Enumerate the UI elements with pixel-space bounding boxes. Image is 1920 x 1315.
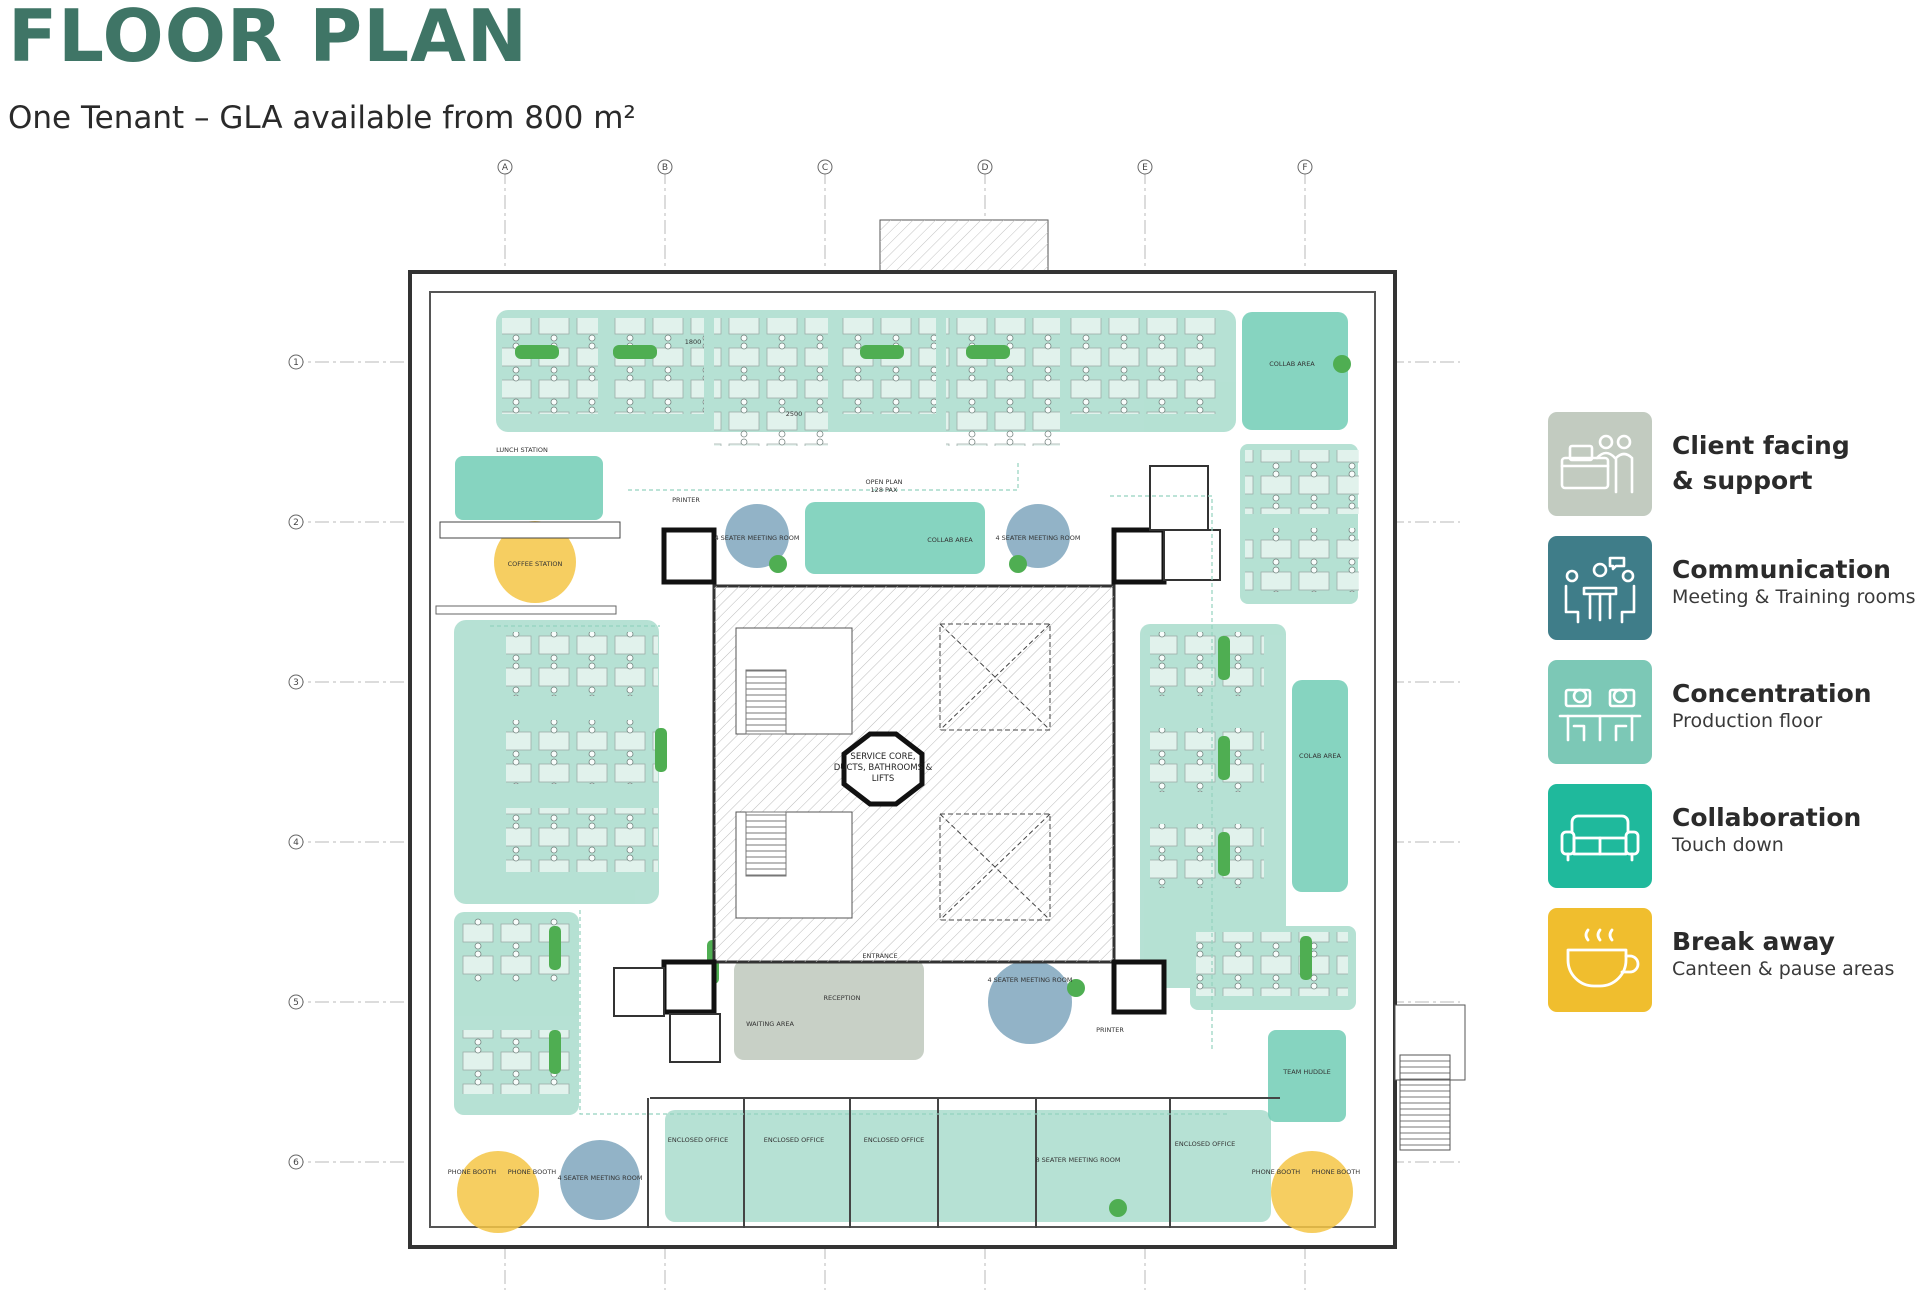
service-core-label-1: SERVICE CORE, <box>850 752 915 762</box>
meeting-room-zones <box>560 504 1072 1220</box>
grid-row-3: 3 <box>293 678 299 688</box>
collab-area-mid-label: COLLAB AREA <box>927 536 973 544</box>
page-subtitle: One Tenant – GLA available from 800 m² <box>8 100 636 136</box>
grid-row-6: 6 <box>293 1158 299 1168</box>
grid-col-c: C <box>822 163 828 173</box>
legend-title-communication: Communication <box>1672 555 1891 584</box>
planters <box>515 345 1351 1217</box>
grid-col-a: A <box>502 163 509 173</box>
legend-title-collaboration: Collaboration <box>1672 803 1862 832</box>
lunch-station-label: LUNCH STATION <box>496 446 548 454</box>
coffee-cup-icon <box>1548 908 1652 1012</box>
legend-item-communication: Communication Meeting & Training rooms <box>1548 536 1920 642</box>
sofa-icon <box>1548 784 1652 888</box>
service-core-octagon <box>841 731 925 807</box>
printer-label-top: PRINTER <box>672 496 700 504</box>
enclosed-office-label-2: ENCLOSED OFFICE <box>764 1136 824 1144</box>
reception-label: RECEPTION <box>823 994 860 1002</box>
collaboration-zones <box>455 312 1348 1122</box>
phone-booth-label-2: PHONE BOOTH <box>508 1168 557 1176</box>
grid-row-1: 1 <box>293 358 299 368</box>
legend-title-line-1: Client facing <box>1672 431 1850 460</box>
toilets <box>613 465 1221 1063</box>
meeting-room-top-right-label: 4 SEATER MEETING ROOM <box>995 534 1080 542</box>
grid-row-4: 4 <box>293 838 299 848</box>
core-columns <box>661 527 1167 1015</box>
legend-title-break-away: Break away <box>1672 927 1835 956</box>
legend-title-line-2: & support <box>1672 466 1813 495</box>
service-core-label-2: DUCTS, BATHROOMS & <box>834 763 933 773</box>
legend-subtitle-concentration: Production floor <box>1672 710 1823 732</box>
plan-labels: OPEN PLAN 128 PAX LUNCH STATION PRINTER … <box>448 338 1361 1182</box>
grid-col-d: D <box>982 163 989 173</box>
grid-row-5: 5 <box>293 998 299 1008</box>
corridor-lines <box>490 462 1230 1115</box>
desk-clusters <box>458 318 1359 1094</box>
grid-col-e: E <box>1142 163 1148 173</box>
reception-zone <box>734 960 924 1060</box>
legend-item-break-away: Break away Canteen & pause areas <box>1548 908 1920 1014</box>
legend-subtitle-communication: Meeting & Training rooms <box>1672 586 1916 608</box>
enclosed-offices <box>647 1097 1280 1228</box>
legend-subtitle-collaboration: Touch down <box>1672 834 1784 856</box>
phone-booth-label-1: PHONE BOOTH <box>448 1168 497 1176</box>
entrance-label: ENTRANCE <box>862 952 897 960</box>
enclosed-office-label-4: ENCLOSED OFFICE <box>1175 1140 1235 1148</box>
lunch-counter <box>439 521 621 539</box>
meeting-room-bottom-label: 4 SEATER MEETING ROOM <box>987 976 1072 984</box>
grid-row-2: 2 <box>293 518 299 528</box>
coffee-station-label: COFFEE STATION <box>508 560 563 568</box>
meeting-room-sw-label: 4 SEATER MEETING ROOM <box>557 1174 642 1182</box>
legend-item-collaboration: Collaboration Touch down <box>1548 784 1920 890</box>
enclosed-office-label-3: ENCLOSED OFFICE <box>864 1136 924 1144</box>
enclosed-office-label-1: ENCLOSED OFFICE <box>668 1136 728 1144</box>
waiting-area-label: WAITING AREA <box>746 1020 794 1028</box>
legend-item-client-facing: Client facing & support <box>1548 412 1920 518</box>
service-core-label-3: LIFTS <box>872 774 895 784</box>
printer-label-bottom: PRINTER <box>1096 1026 1124 1034</box>
open-plan-label-1: OPEN PLAN <box>865 478 902 486</box>
grid-bubbles: A B C D E F 1 2 3 4 5 6 <box>288 159 1313 1170</box>
dimension-2500-label: 2500 <box>786 410 803 418</box>
phone-booth-label-3: PHONE BOOTH <box>1252 1168 1301 1176</box>
desk-workers-icon <box>1548 660 1652 764</box>
phone-booth-label-4: PHONE BOOTH <box>1312 1168 1361 1176</box>
floor-plan-drawing: A B C D E F 1 2 3 4 5 6 <box>288 159 1466 1290</box>
legend-subtitle-break-away: Canteen & pause areas <box>1672 958 1895 980</box>
collab-area-top-label: COLLAB AREA <box>1269 360 1315 368</box>
break-away-zones <box>457 521 1353 1233</box>
reception-desk-icon <box>1548 412 1652 516</box>
grid-col-b: B <box>662 163 668 173</box>
dimension-1800-label: 1800 <box>685 338 702 346</box>
meeting-room-top-left-label: 4 SEATER MEETING ROOM <box>714 534 799 542</box>
team-huddle-label: TEAM HUDDLE <box>1282 1068 1331 1076</box>
open-plan-label-2: 128 PAX <box>871 486 898 494</box>
meeting-table-icon <box>1548 536 1652 640</box>
meeting-room-8-label: 8 SEATER MEETING ROOM <box>1035 1156 1120 1164</box>
legend-item-concentration: Concentration Production floor <box>1548 660 1920 766</box>
collab-area-right-label: COLAB AREA <box>1299 752 1341 760</box>
legend-title-concentration: Concentration <box>1672 679 1872 708</box>
legend-title-client-facing: Client facing & support <box>1672 428 1850 498</box>
grid-col-f: F <box>1302 163 1307 173</box>
page-title: FLOOR PLAN <box>8 0 529 78</box>
